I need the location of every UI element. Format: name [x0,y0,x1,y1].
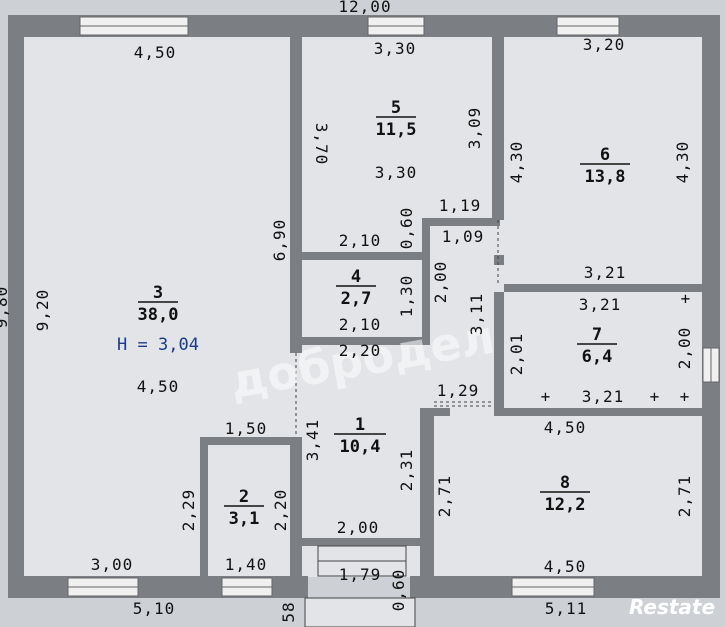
room-3-area: 38,0 [138,305,179,325]
room-4-number: 4 [351,267,361,287]
room-2-area: 3,1 [229,509,260,529]
room-4-area: 2,7 [341,289,372,309]
interior-walls [200,35,704,578]
room-2-number: 2 [239,487,249,507]
room-6-dim-bottom: 3,21 [584,263,627,282]
room-2-dim-top: 1,50 [225,419,268,438]
room-5-dim-left: 3,70 [312,123,331,166]
room-3-dim-top: 4,50 [134,43,177,62]
room-4-dim-top: 2,10 [339,231,382,250]
room-3-dim-mid: 4,50 [137,377,180,396]
room-8-dim-bottom: 4,50 [544,557,587,576]
room-2: 1,50 2,29 2,20 2 3,1 1,40 [179,419,290,574]
window-top-right [556,16,620,36]
room-5-dim-top: 3,30 [374,39,417,58]
room-6-dim-right: 4,30 [673,141,692,184]
room-7-dim-bottom: 3,21 [582,387,625,406]
room-2-dim-right: 2,20 [271,489,290,532]
room-7: 3,21 + 2,01 2,00 7 6,4 + 3,21 + + [507,289,694,406]
room-6-area: 13,8 [585,167,626,187]
dim-3-11: 3,11 [467,293,486,336]
plus-sign-1: + [681,289,692,308]
room-8-dim-top: 4,50 [544,418,587,437]
room-4-dim-bottom: 2,10 [339,315,382,334]
room-8-dim-left: 2,71 [435,475,454,518]
room-6: 3,20 4,30 4,30 6 13,8 3,21 [507,35,692,282]
room-8-area: 12,2 [545,495,586,515]
room-8: 4,50 2,71 2,71 8 12,2 4,50 [435,418,694,576]
room-1-dim-stair: 1,29 [437,381,480,400]
openings [295,220,499,627]
room-1-area: 10,4 [340,437,381,457]
dim-outer-left: 9,80 [0,286,11,329]
room-5-dim-bottom: 3,30 [375,163,418,182]
room-1-dim-left: 3,41 [303,419,322,462]
window-right [702,347,720,383]
room-5-area: 11,5 [376,120,417,140]
room-7-number: 7 [592,325,602,345]
dim-1-79: 1,79 [339,565,382,584]
room-1-dim-right: 2,31 [397,449,416,492]
window-bottom-small [221,577,273,597]
room-7-dim-right: 2,00 [675,327,694,370]
dim-5-11: 5,11 [545,599,588,618]
dim-0-60: 0,60 [397,207,416,250]
window-bottom-left [67,577,139,597]
room-1-dim-top: 2,20 [339,341,382,360]
room-6-dim-top: 3,20 [583,35,626,54]
room-5-dim-right: 3,09 [465,107,484,150]
room-2-dim-left: 2,29 [179,489,198,532]
room-3-height: H = 3,04 [117,335,199,355]
room-7-dim-top: 3,21 [579,295,622,314]
dim-1-09: 1,09 [442,227,485,246]
dim-2-00-a: 2,00 [431,261,450,304]
room-5-number: 5 [391,98,401,118]
plus-sign-2: + [541,387,552,406]
dim-6-90: 6,90 [270,219,289,262]
room-1: 2,20 1,29 3,41 2,31 1 10,4 2,00 [303,341,480,537]
plus-sign-4: + [680,387,691,406]
window-bottom-right [511,577,595,597]
plus-sign-3: + [650,387,661,406]
dim-outer-top: 12,00 [338,0,391,16]
room-7-area: 6,4 [582,347,613,367]
room-8-number: 8 [560,473,570,493]
bottom-dims: 3,00 5,10 58 1,79 0,60 5,11 [91,555,588,623]
room-5: 3,30 3,70 3,09 5 11,5 3,30 6,90 0,60 1,1… [270,39,484,261]
room-4: 2,10 1,09 4 2,7 2,10 1,30 2,00 3,11 [336,227,486,335]
dim-1-19: 1,19 [439,196,482,215]
room-3-dim-side: 9,20 [33,289,52,332]
room-2-dim-bottom: 1,40 [225,555,268,574]
window-top-left [79,16,189,36]
brand-logo-text: Restate [629,595,715,619]
room-3: 4,50 9,20 3 38,0 H = 3,04 4,50 [33,43,199,396]
floor-area [22,35,715,577]
room-6-number: 6 [600,145,610,165]
dim-5-10: 5,10 [133,599,176,618]
dim-0-60-b: 0,60 [389,569,408,612]
room-7-dim-left: 2,01 [507,333,526,376]
room-6-dim-left: 4,30 [507,141,526,184]
window-top-middle [367,16,425,36]
dim-58: 58 [279,601,298,622]
room-4-dim-right: 1,30 [397,275,416,318]
room-1-dim-bottom: 2,00 [337,518,380,537]
dim-3-00: 3,00 [91,555,134,574]
room-1-number: 1 [355,415,365,435]
room-3-number: 3 [153,283,163,303]
room-8-dim-right: 2,71 [675,475,694,518]
